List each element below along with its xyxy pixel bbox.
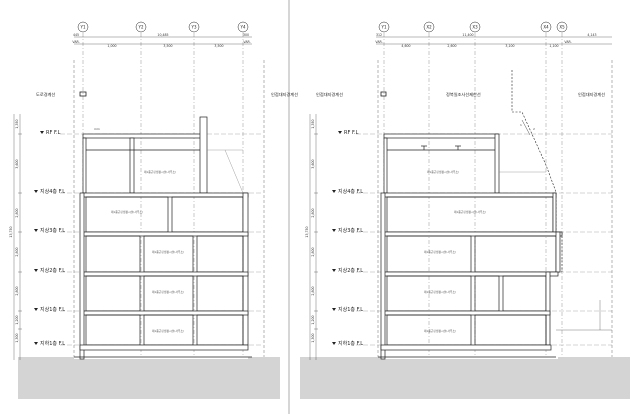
vertical-dimension-lines <box>13 114 22 360</box>
level-label-b1: 지하1층 F.L <box>40 340 65 347</box>
room-label-1f: 제1종근린생활시설(사무소) <box>152 290 184 294</box>
boundary-marker <box>380 91 387 97</box>
room-label-2f: 제1종근린생활시설(사무소) <box>152 250 184 254</box>
slope-marker <box>521 119 531 136</box>
dim-var-right: VAR. <box>243 40 250 44</box>
sunlight-setback-line <box>511 70 563 273</box>
dim-var-right: VAR. <box>564 40 571 44</box>
section-right: Y1 X2 X3 X4 X5 312 11,400 4,143 VAR. 4,6… <box>300 21 630 399</box>
vertical-dim: 1,200 <box>15 315 19 324</box>
slope-ratio: 1 <box>520 123 522 127</box>
level-label-rf: RF F.L <box>344 130 359 136</box>
vertical-dim: 2,800 <box>15 208 19 217</box>
dim-span: 4,600 <box>401 44 410 48</box>
vertical-dim: 1,350 <box>15 119 19 128</box>
dim-total: 10,485 <box>157 33 168 37</box>
room-label-1f: 제1종근린생활시설(사무소) <box>424 290 456 294</box>
vertical-dim: 2,800 <box>311 247 315 256</box>
vertical-dim: 1,300 <box>15 333 19 342</box>
adjacent-boundary-label-left: 인접대지경계선 <box>316 91 343 98</box>
vertical-dim-total: 13,750 <box>9 226 13 237</box>
dim-right-edge: 300 <box>243 33 249 37</box>
level-label-1f: 지상1층 F.L <box>40 306 65 313</box>
building-section <box>74 116 252 360</box>
level-label-4f: 지상4층 F.L <box>338 188 363 195</box>
vertical-dim: 2,800 <box>15 247 19 256</box>
level-label-4f: 지상4층 F.L <box>40 188 65 195</box>
level-label-b1: 지하1층 F.L <box>338 340 363 347</box>
grid-label: X5 <box>559 25 565 30</box>
ground-fill <box>18 357 280 399</box>
grid-label: Y4 <box>240 25 246 30</box>
vertical-dim: 3,600 <box>15 159 19 168</box>
roof-note: mm <box>94 127 100 131</box>
building-section <box>378 133 612 360</box>
level-label-1f: 지상1층 F.L <box>338 306 363 313</box>
level-label-rf: RF F.L <box>46 130 61 136</box>
room-label-b1: 제1종근린생활시설(사무소) <box>424 329 456 333</box>
vertical-dimension-lines <box>309 114 318 360</box>
dim-span: 1,000 <box>107 44 116 48</box>
ground-fill <box>300 357 630 399</box>
section-left: Y1 Y2 Y3 Y4 445 10,485 300 VAR. 1,000 3,… <box>9 21 298 399</box>
vertical-dim: 1,300 <box>311 333 315 342</box>
vertical-dim: 1,350 <box>311 119 315 128</box>
vertical-dim: 2,800 <box>15 286 19 295</box>
dim-span: 1,100 <box>549 44 558 48</box>
level-label-2f: 지상2층 F.L <box>40 267 65 274</box>
dim-span: 2,600 <box>447 44 456 48</box>
dim-left-edge: 312 <box>376 33 382 37</box>
dim-right-edge: 4,143 <box>587 33 596 37</box>
level-label-3f: 지상3층 F.L <box>338 227 363 234</box>
dim-var-left: VAR. <box>375 40 382 44</box>
grid-label: Y2 <box>138 25 144 30</box>
vertical-dim-total: 13,750 <box>305 226 309 237</box>
vertical-dim: 2,800 <box>311 208 315 217</box>
dim-var-left: VAR. <box>72 40 79 44</box>
slope-ratio: 2 <box>533 127 535 131</box>
level-markers <box>332 131 342 345</box>
adjacent-boundary-label: 인접대지경계선 <box>271 91 298 98</box>
grid-bubbles <box>378 21 568 33</box>
grid-label: X2 <box>426 25 432 30</box>
sunlight-setback-label: 정북일조사선제한선 <box>446 91 481 98</box>
road-boundary-label: 도로경계선 <box>36 91 55 98</box>
dim-total: 11,400 <box>462 33 473 37</box>
room-label-3f: 제1종근린생활시설(사무소) <box>111 210 143 214</box>
level-label-3f: 지상3층 F.L <box>40 227 65 234</box>
grid-label: Y3 <box>191 25 197 30</box>
grid-label: Y1 <box>80 25 86 30</box>
dim-span: 3,100 <box>505 44 514 48</box>
room-label-4f: 제1종근린생활시설(사무소) <box>144 170 176 174</box>
dim-span: 3,500 <box>214 44 223 48</box>
grid-label: X3 <box>472 25 478 30</box>
room-label-2f: 제1종근린생활시설(사무소) <box>424 250 456 254</box>
dim-span: 3,500 <box>163 44 172 48</box>
grid-label: X4 <box>543 25 549 30</box>
room-label-3f: 제1종근린생활시설(사무소) <box>454 210 486 214</box>
room-label-b1: 제1종근린생활시설(사무소) <box>152 329 184 333</box>
boundary-marker <box>79 91 87 97</box>
grid-bubbles <box>77 21 249 33</box>
level-label-2f: 지상2층 F.L <box>338 267 363 274</box>
vertical-dim: 2,800 <box>311 286 315 295</box>
level-markers <box>34 131 44 345</box>
adjacent-boundary-label-right: 인접대지경계선 <box>578 91 605 98</box>
vertical-dim: 1,200 <box>311 315 315 324</box>
room-label-4f: 제1종근린생활시설(사무소) <box>427 170 459 174</box>
vertical-dim: 3,600 <box>311 159 315 168</box>
grid-label: Y1 <box>381 25 387 30</box>
dim-left-edge: 445 <box>73 33 79 37</box>
top-dimension-lines <box>74 36 252 45</box>
top-dimension-lines <box>376 36 612 45</box>
